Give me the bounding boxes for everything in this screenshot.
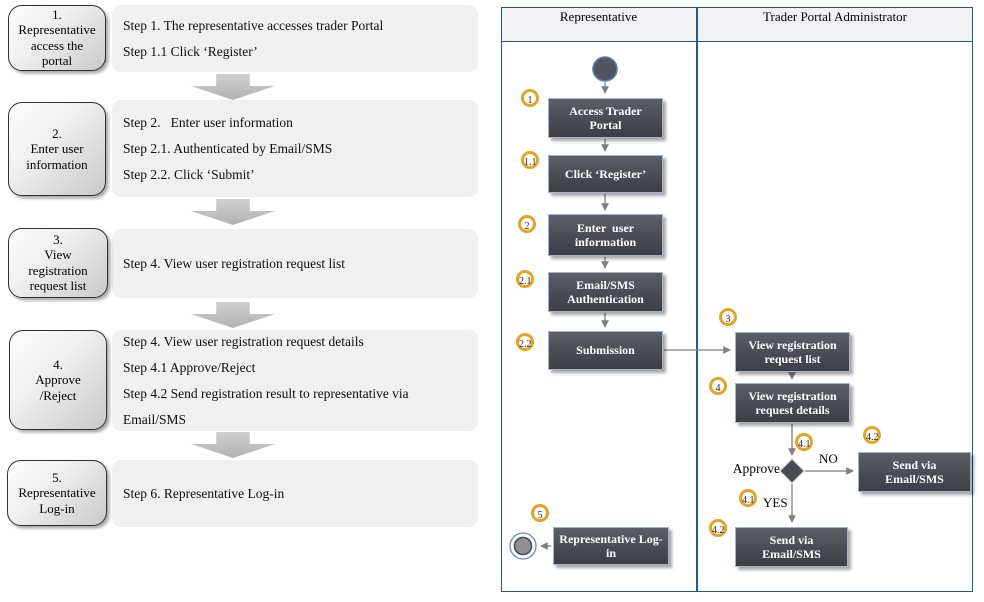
step-title: Representative Log-in <box>18 485 96 516</box>
step-description-line: Step 1.1 Click ‘Register’ <box>123 43 258 59</box>
node-access-trader-portal: Access Trader Portal <box>548 98 663 138</box>
step-description-line: Step 6. Representative Log-in <box>123 485 285 501</box>
step3-box: 3. View registration request list <box>8 228 108 298</box>
badge-2: 2 <box>518 215 536 233</box>
step-title: Enter user information <box>26 141 88 172</box>
node-send-via-email-sms-yes: Send via Email/SMS <box>735 527 848 567</box>
step-description-line: Email/SMS <box>123 411 187 427</box>
step-description-line: Step 4.1 Approve/Reject <box>123 359 256 375</box>
step-title: Representative access the portal <box>18 22 96 69</box>
down-arrow-icon <box>191 432 275 458</box>
down-arrow-icon <box>191 74 275 100</box>
step-description-line: Step 2.2. Click ‘Submit’ <box>123 166 255 182</box>
badge-4-2-yes: 4.2 <box>709 519 727 537</box>
step1-box: 1. Representative access the portal <box>8 5 106 71</box>
step3-description: Step 4. View user registration request l… <box>112 229 478 298</box>
step-title: Approve /Reject <box>35 372 81 403</box>
step-description-line: Step 1. The representative accesses trad… <box>123 17 384 33</box>
decision-label-approve: Approve <box>732 461 780 476</box>
step-description-line: Step 4. View user registration request l… <box>123 255 346 271</box>
step-description-line: Step 2. Enter user information <box>123 114 293 130</box>
step-number: 5. <box>52 470 62 485</box>
step-description-line: Step 2.1. Authenticated by Email/SMS <box>123 140 333 156</box>
badge-2-2: 2.2 <box>516 333 534 351</box>
node-enter-user-information: Enter user information <box>548 214 663 256</box>
badge-3: 3 <box>719 308 737 326</box>
step-description-line: Step 4. View user registration request d… <box>123 333 364 349</box>
decision-branch-yes: YES <box>763 495 788 510</box>
step2-description: Step 2. Enter user information Step 2.1.… <box>112 100 478 197</box>
node-click-register: Click ‘Register’ <box>548 155 663 193</box>
badge-4-1-no: 4.1 <box>795 433 813 451</box>
step-number: 1. <box>52 7 62 23</box>
decision-branch-no: NO <box>819 451 838 466</box>
step-number: 2. <box>52 126 62 141</box>
lane-title-representative: Representative <box>559 9 638 24</box>
step-number: 4. <box>53 357 63 372</box>
node-email-sms-authentication: Email/SMS Authentication <box>548 272 663 312</box>
step5-description: Step 6. Representative Log-in <box>112 460 478 527</box>
badge-1: 1 <box>521 89 539 107</box>
node-submission: Submission <box>548 331 663 370</box>
step-title: View registration request list <box>28 247 88 294</box>
node-view-registration-request-details: View registration request details <box>735 383 850 423</box>
badge-4-1-yes: 4.1 <box>739 489 757 507</box>
swimlane-header <box>501 7 973 42</box>
step4-box: 4. Approve /Reject <box>9 330 107 430</box>
down-arrow-icon <box>191 302 275 328</box>
step2-box: 2. Enter user information <box>8 102 106 196</box>
node-send-via-email-sms-no: Send via Email/SMS <box>858 452 971 492</box>
badge-2-1: 2.1 <box>516 270 534 288</box>
lane-divider <box>696 7 698 592</box>
step1-description: Step 1. The representative accesses trad… <box>112 5 478 72</box>
step-number: 3. <box>53 232 63 248</box>
node-representative-login: Representative Log-in <box>553 527 669 565</box>
badge-1-1: 1.1 <box>521 151 539 169</box>
badge-4: 4 <box>709 377 727 395</box>
badge-4-2-no: 4.2 <box>863 426 881 444</box>
badge-5: 5 <box>531 504 549 522</box>
step5-box: 5. Representative Log-in <box>7 460 107 526</box>
step4-description: Step 4. View user registration request d… <box>112 330 478 431</box>
node-view-registration-request-list: View registration request list <box>735 332 850 372</box>
down-arrow-icon <box>191 199 275 225</box>
step-description-line: Step 4.2 Send registration result to rep… <box>123 385 409 401</box>
lane-title-administrator: Trader Portal Administrator <box>763 9 907 24</box>
